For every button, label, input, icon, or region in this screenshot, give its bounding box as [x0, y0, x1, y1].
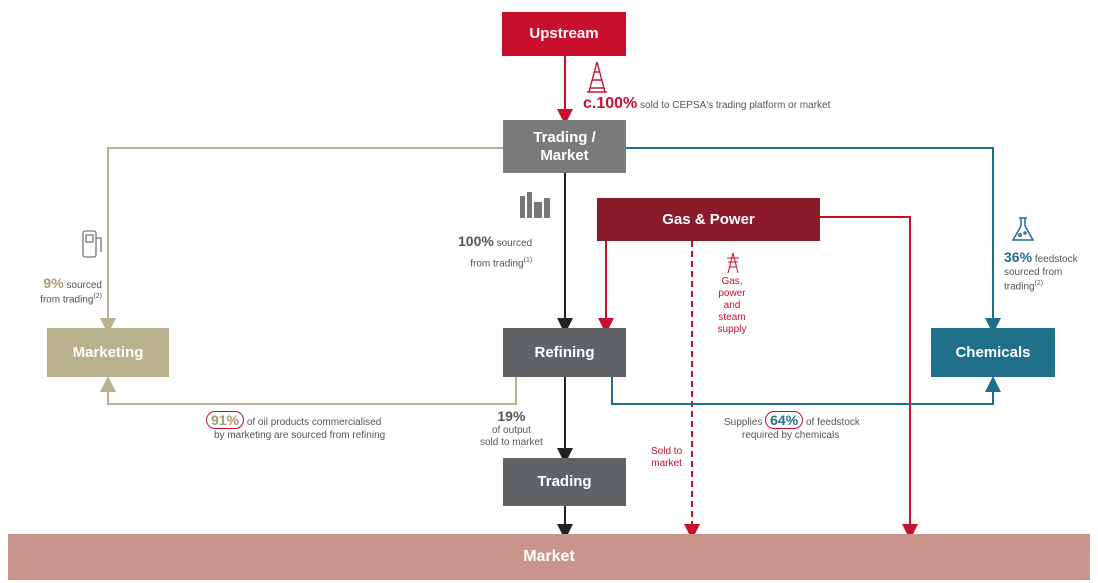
gas-supply-line: supply — [717, 324, 747, 335]
gas-supply-annotation: Gas, power and steam supply — [708, 276, 756, 336]
oil-rig-icon — [587, 61, 607, 93]
gas-supply-line: power — [718, 288, 746, 299]
gas-to-market-arrow — [820, 216, 918, 540]
trading-to-chemicals-arrow — [626, 147, 1001, 334]
supplies-annotation: Supplies 64% of feedstock required by ch… — [724, 411, 860, 442]
marketing-box: Marketing — [47, 328, 169, 377]
refining-footnote: (1) — [523, 257, 533, 265]
flask-icon — [1011, 217, 1035, 241]
chemicals-box: Chemicals — [931, 328, 1055, 377]
trading-to-marketing-arrow — [100, 147, 503, 334]
refining-pct: 100% — [458, 233, 494, 249]
supplies-pct: 64% — [765, 411, 804, 429]
chemicals-footnote: (2) — [1034, 280, 1044, 288]
chemicals-text1: feedstock — [1034, 254, 1078, 265]
output-text-line: sold to market — [480, 436, 543, 448]
oil-pct: 91% — [206, 411, 245, 429]
trading-market-box: Trading / Market — [503, 120, 626, 173]
upstream-annotation: c.100% sold to CEPSA's trading platform … — [583, 94, 830, 115]
fuel-pump-icon — [82, 230, 102, 258]
refining-box: Refining — [503, 328, 626, 377]
refining-text2: from trading — [470, 258, 524, 270]
output-text-line: of output — [491, 424, 531, 436]
oil-text1: of oil products commercialised — [246, 417, 382, 428]
marketing-pct: 9% — [43, 275, 64, 291]
chemicals-text3: trading — [1004, 281, 1035, 293]
marketing-footnote: (2) — [93, 293, 102, 301]
sold-to-market-annotation: Sold to market — [651, 446, 682, 470]
gas-supply-line: and — [723, 300, 741, 311]
power-tower-icon — [727, 252, 739, 274]
trading-box: Trading — [503, 458, 626, 506]
chemicals-pct: 36% — [1004, 249, 1033, 265]
output-annotation: 19% of output sold to market — [480, 408, 543, 449]
refining-to-marketing-arrow — [100, 376, 517, 405]
marketing-sourcing-annotation: 9% sourced from trading(2) — [22, 274, 102, 307]
supplies-text2: required by chemicals — [742, 429, 840, 441]
gas-supply-line: Gas, — [721, 276, 743, 287]
gas-power-box: Gas & Power — [597, 198, 820, 241]
refining-text1: sourced — [496, 238, 533, 249]
market-bar: Market — [8, 534, 1090, 580]
refining-to-chemicals-arrow — [611, 376, 1001, 405]
gas-supply-line: steam — [718, 312, 746, 323]
upstream-box: Upstream — [502, 12, 626, 56]
chemicals-text2: sourced from — [1004, 267, 1063, 279]
refinery-icon — [520, 192, 550, 218]
oil-products-annotation: 91% of oil products commercialised by ma… — [206, 411, 386, 442]
sold-to-market-line: Sold to — [651, 446, 683, 457]
supplies-prefix: Supplies — [724, 417, 763, 428]
output-pct: 19% — [497, 408, 526, 424]
oil-text2: by marketing are sourced from refining — [214, 429, 386, 441]
chemicals-sourcing-annotation: 36% feedstock sourced from trading(2) — [1004, 248, 1078, 294]
upstream-pct: c.100% — [583, 95, 638, 112]
marketing-text1: sourced — [66, 280, 102, 291]
marketing-text2: from trading — [40, 294, 94, 306]
refining-sourcing-annotation: 100% sourced from trading(1) — [458, 232, 532, 271]
upstream-text: sold to CEPSA's trading platform or mark… — [640, 100, 831, 111]
sold-to-market-line: market — [651, 458, 682, 469]
supplies-text1: of feedstock — [805, 417, 860, 428]
